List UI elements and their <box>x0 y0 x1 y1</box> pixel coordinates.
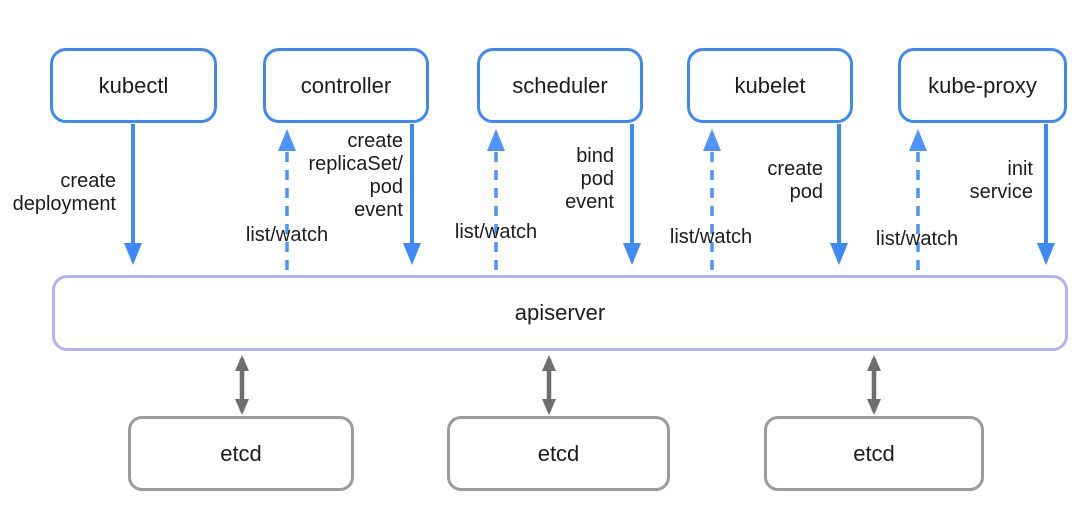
label-listwatch-kubeproxy: list/watch <box>875 228 959 250</box>
label-listwatch-controller: list/watch <box>245 224 329 246</box>
node-kubectl: kubectl <box>50 48 217 123</box>
label-listwatch-scheduler: list/watch <box>454 221 538 243</box>
label-create-deployment: create deployment <box>12 170 116 215</box>
node-etcd-2: etcd <box>447 416 670 491</box>
label-bind-pod-event: bind pod event <box>565 145 614 213</box>
node-etcd-3: etcd <box>764 416 984 491</box>
node-scheduler: scheduler <box>477 48 643 123</box>
node-apiserver: apiserver <box>52 275 1068 351</box>
label-listwatch-kubelet: list/watch <box>669 226 753 248</box>
node-kubelet: kubelet <box>687 48 853 123</box>
node-kube-proxy: kube-proxy <box>898 48 1067 123</box>
node-etcd-1: etcd <box>128 416 354 491</box>
label-create-replicaset-pod-event: create replicaSet/ pod event <box>308 130 404 221</box>
label-init-service: init service <box>969 158 1033 203</box>
node-controller: controller <box>263 48 429 123</box>
label-create-pod: create pod <box>767 158 823 203</box>
